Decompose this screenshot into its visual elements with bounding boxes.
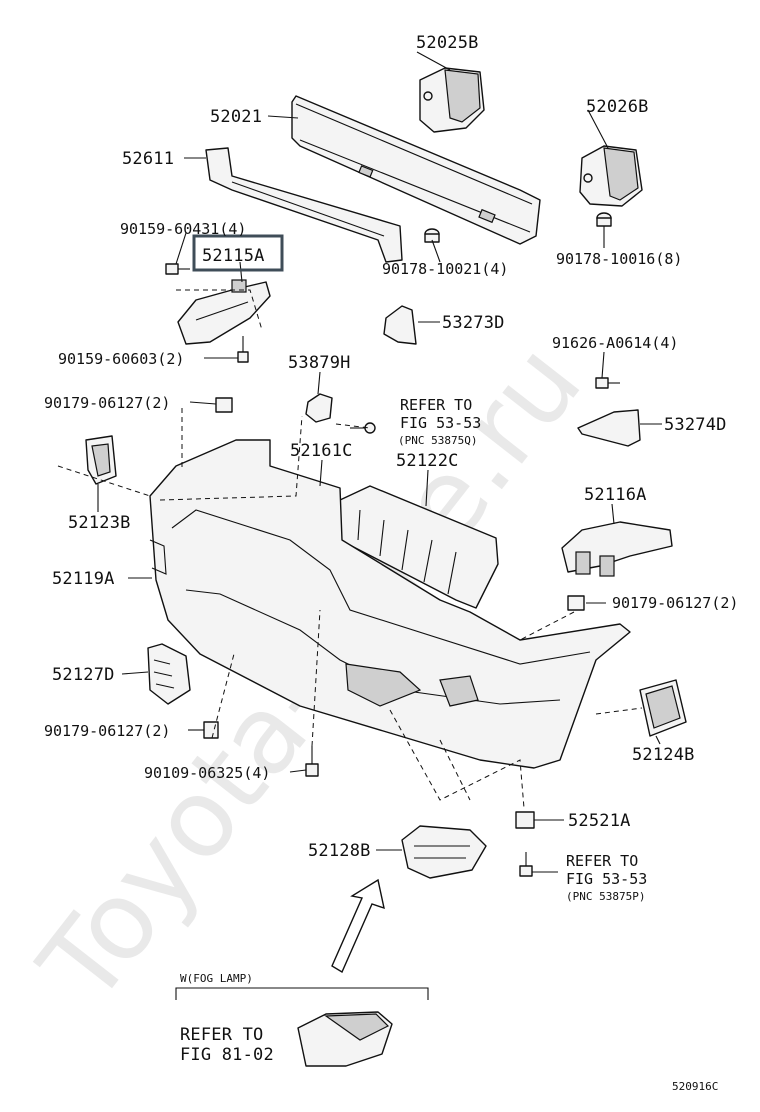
label-90178-10016[interactable]: 90178-10016(8) [556,250,682,268]
part-52122C-drawing[interactable] [339,485,499,609]
part-52025B-drawing[interactable] [419,67,485,133]
part-53274D-drawing[interactable] [577,409,641,447]
label-52161C[interactable]: 52161C [290,441,353,461]
label-52127D[interactable]: 52127D [52,665,115,685]
label-52116A[interactable]: 52116A [584,485,647,505]
part-90179-06127-a-drawing[interactable] [215,397,233,413]
part-52115A-drawing[interactable] [177,279,271,345]
part-90179-06127-b-drawing[interactable] [567,595,585,611]
label-90179-06127-a[interactable]: 90179-06127(2) [44,394,170,412]
label-53879H[interactable]: 53879H [288,353,351,373]
label-52115A[interactable]: 52115A [202,246,265,266]
label-52128B[interactable]: 52128B [308,841,371,861]
label-52122C[interactable]: 52122C [396,451,459,471]
part-90159-60431-drawing[interactable] [165,263,190,275]
refer-fog-line1[interactable]: REFER TO [180,1025,263,1045]
part-90109-06325-drawing[interactable] [305,746,319,777]
screw-53875P-drawing[interactable] [519,852,533,877]
part-52127D-drawing[interactable] [147,643,191,705]
part-labels: 52025B 52021 52026B 52611 90159-60431(4)… [44,33,738,1093]
label-52123B[interactable]: 52123B [68,513,131,533]
part-52026B-drawing[interactable] [579,145,643,207]
label-52124B[interactable]: 52124B [632,745,695,765]
label-53274D[interactable]: 53274D [664,415,727,435]
highlight-box [192,234,284,272]
fog-lamp-group [175,987,429,1067]
refer-53875Q-line3[interactable]: (PNC 53875Q) [398,434,477,447]
screw-53875Q-drawing[interactable] [350,422,376,434]
label-90178-10021[interactable]: 90178-10021(4) [382,260,508,278]
refer-53875P-line1[interactable]: REFER TO [566,852,638,870]
label-53273D[interactable]: 53273D [442,313,505,333]
label-52611[interactable]: 52611 [122,149,174,169]
refer-53875Q-line1[interactable]: REFER TO [400,396,472,414]
refer-53875P-line3[interactable]: (PNC 53875P) [566,890,645,903]
part-52521A-drawing[interactable] [515,811,535,829]
diagram-id: 520916C [672,1080,718,1093]
label-52521A[interactable]: 52521A [568,811,631,831]
label-52021[interactable]: 52021 [210,107,262,127]
label-91626-A0614[interactable]: 91626-A0614(4) [552,334,678,352]
part-52116A-drawing[interactable] [561,521,673,577]
arrow-icon [331,878,385,974]
label-90179-06127-b[interactable]: 90179-06127(2) [612,594,738,612]
label-52025B[interactable]: 52025B [416,33,479,53]
label-90109-06325[interactable]: 90109-06325(4) [144,764,270,782]
part-90159-60603-drawing[interactable] [237,336,249,363]
label-90159-60431[interactable]: 90159-60431(4) [120,220,246,238]
part-52123B-drawing[interactable] [85,435,117,485]
refer-53875P-line2[interactable]: FIG 53-53 [566,870,647,888]
part-52611-drawing[interactable] [205,147,403,263]
part-52119A-drawing[interactable] [149,439,631,769]
part-52021-drawing[interactable] [291,95,541,245]
part-90178-10021-drawing[interactable] [424,228,440,243]
part-91626-A0614-drawing[interactable] [595,377,620,389]
part-53273D-drawing[interactable] [383,305,417,345]
fog-lamp-group-label: W(FOG LAMP) [180,972,253,985]
refer-53875Q-line2[interactable]: FIG 53-53 [400,414,481,432]
refer-fog-line2[interactable]: FIG 81-02 [180,1045,274,1065]
part-52124B-drawing[interactable] [639,679,687,737]
leader-lines [57,51,662,873]
part-90178-10016-drawing[interactable] [596,212,612,227]
label-52026B[interactable]: 52026B [586,97,649,117]
part-52128B-drawing[interactable] [401,825,487,879]
part-53879H-drawing[interactable] [305,393,333,423]
part-90179-06127-c-drawing[interactable] [203,721,219,739]
label-90159-60603[interactable]: 90159-60603(2) [58,350,184,368]
label-90179-06127-c[interactable]: 90179-06127(2) [44,722,170,740]
label-52119A[interactable]: 52119A [52,569,115,589]
